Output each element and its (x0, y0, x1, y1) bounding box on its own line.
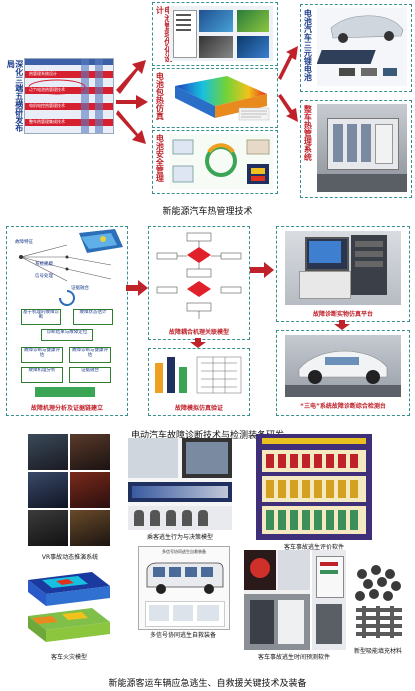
item-prediction: 客车事故逃生时间预测软件 (257, 654, 330, 661)
panel-fault-mechanism: 故障特征 系统建模 信号处理 证据融合 基于机理的故障诊断 故障状态估计 诊断结… (6, 226, 128, 416)
panel-ternary-battery: 电池汽车三元锂电池 (300, 4, 412, 92)
panel-fault-simulation: 故障模拟仿真验证 (148, 348, 250, 416)
battery-design-image (169, 6, 273, 61)
tree-item-4: 证据融合 (71, 286, 89, 291)
mechanism-tree (19, 229, 123, 282)
section-diagnosis: 故障特征 系统建模 信号处理 证据融合 基于机理的故障诊断 故障状态估计 诊断结… (0, 220, 415, 441)
arrow-mid-down (190, 338, 206, 348)
flow-box-3: 诊断结果与故障定位 (41, 329, 93, 341)
arrow-mid-right (250, 262, 274, 278)
left-title: 深化三端五横研发布局 (6, 60, 24, 132)
item-evaluation: 客车事故逃生评价软件 (283, 544, 344, 551)
panel-physical-platform: 故障诊断实物仿真平台 (276, 226, 410, 322)
flow-box-bottom (35, 387, 95, 397)
p2-label: 电池包热仿真 (155, 72, 165, 120)
flow-box-1: 基于机理的故障诊断 (21, 309, 61, 325)
panel-battery-design: 电池管理优化设计 (152, 2, 278, 66)
fire-model-image (22, 566, 116, 650)
material-image (350, 560, 408, 644)
left-row-3: 电机电控热管理技术 (29, 103, 65, 108)
simulation-diagram (155, 356, 242, 394)
tree-item-3: 信号处理 (35, 274, 53, 279)
p5-label: 整车热管理系统 (303, 105, 313, 161)
car-exploded-image (317, 8, 407, 86)
fault-simulation-label: 故障模拟仿真验证 (174, 405, 223, 412)
item-vr: VR事故动态推演系统 (41, 554, 99, 561)
section2-caption: 电动汽车故障诊断技术与检测装备研发 (130, 431, 284, 441)
device-header: 多信号协同逃生自救装备 (162, 549, 206, 554)
evaluation-image (256, 434, 372, 540)
thermal-room-image (317, 104, 407, 192)
tree-item-1: 故障特征 (15, 240, 33, 245)
item-behavior: 乘客逃生行为与决策模型 (146, 534, 213, 541)
p4-label: 电池汽车三元锂电池 (303, 9, 313, 81)
item-material: 新型吸能填充材料 (353, 648, 402, 655)
thermal-sim-image (169, 72, 273, 123)
panel-vehicle-thermal: 整车热管理系统 (300, 100, 412, 198)
panel-coupling-model: 故障耦合机理关联模型 (148, 226, 250, 340)
flowchart (156, 232, 242, 319)
left-row-1: 热管理系统设计 (29, 71, 57, 76)
coupling-model-label: 故障耦合机理关联模型 (168, 329, 229, 336)
platform-photo (285, 231, 401, 305)
left-row-4: 整车热管理集成技术 (29, 119, 65, 124)
prediction-image-2 (312, 550, 346, 650)
device-image: 多信号协同逃生自救装备 (138, 546, 230, 630)
tree-item-2: 系统建模 (35, 262, 53, 267)
flow-box-4: 故障诊断与健康评估 (21, 347, 63, 363)
prediction-image (244, 550, 310, 650)
left-row-2: 动力电池热管理技术 (29, 87, 65, 92)
section1-caption: 新能源汽车热管理技术 (162, 207, 253, 217)
item-device: 多信号协同逃生自救装备 (149, 632, 216, 639)
panel-battery-safety: 电池安全管理 (152, 130, 278, 194)
panel-thermal-sim: 电池包热仿真 (152, 68, 278, 128)
panel-test-bench: “三电”系统故障诊断综合检测台 (276, 330, 410, 416)
test-bench-label: “三电”系统故障诊断综合检测台 (300, 403, 386, 410)
behavior-image (128, 438, 232, 530)
left-schematic: 深化三端五横研发布局 热管理系统设计 动力电池热管理技术 电机电控热管理技术 整… (6, 56, 114, 136)
section3-caption: 新能源客运车辆应急逃生、自救援关键技术及装备 (108, 679, 307, 689)
battery-safety-image (169, 134, 273, 189)
p1-label: 电池管理优化设计 (155, 6, 172, 62)
cycle-icon (59, 290, 75, 306)
schematic-grid: 热管理系统设计 动力电池热管理技术 电机电控热管理技术 整车热管理集成技术 (24, 58, 114, 134)
p3-label: 电池安全管理 (155, 134, 165, 182)
test-bench-photo (285, 335, 401, 397)
item-fire-model: 客车火灾模型 (50, 654, 87, 661)
section-escape: VR事故动态推演系统 乘客逃生行为与决策模型 客车事故逃生评价软件 (0, 430, 415, 691)
flow-box-2: 故障状态估计 (73, 309, 113, 325)
arrows-left (116, 60, 148, 144)
fault-mechanism-label: 故障机理分析及证据链建立 (30, 405, 103, 412)
flow-box-7: 证据融合 (69, 367, 111, 383)
flow-box-6: 故障机理分析 (21, 367, 63, 383)
arrow-left-mid (126, 280, 148, 296)
vr-image (28, 434, 110, 550)
flow-box-5: 故障诊断与健康评估 (69, 347, 111, 363)
arrow-right-down (334, 320, 350, 330)
ellipse-highlight (28, 79, 86, 95)
platform-label: 故障诊断实物仿真平台 (312, 311, 373, 318)
section-thermal: 深化三端五横研发布局 热管理系统设计 动力电池热管理技术 电机电控热管理技术 整… (0, 0, 415, 217)
arrows-right (278, 46, 298, 122)
